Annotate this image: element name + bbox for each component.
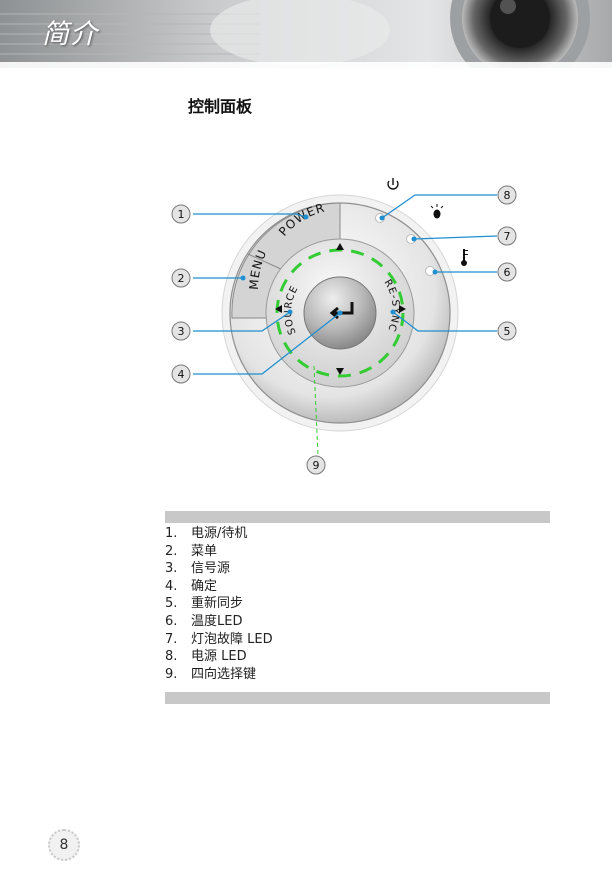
legend-item: 7.灯泡故障 LED [165,631,273,647]
callout-5: 5 [497,321,517,341]
callout-9: 9 [306,455,326,475]
svg-text:8: 8 [504,189,511,202]
svg-text:2: 2 [178,272,185,285]
legend-item: 4.确定 [165,578,218,594]
svg-text:6: 6 [504,266,511,279]
legend-list: 1.电源/待机 2.菜单 3.信号源 4.确定 5.重新同步 6.温度LED 7… [165,525,273,683]
callout-8: 8 [497,185,517,205]
callout-2: 2 [171,268,191,288]
arrow-left-icon[interactable] [275,305,282,313]
legend-item: 8.电源 LED [165,649,247,665]
svg-text:3: 3 [178,325,185,338]
control-panel-diagram: POWER MENU SOURCE RE-SYNC [0,170,612,490]
control-panel-svg: POWER MENU SOURCE RE-SYNC [171,178,517,475]
svg-text:7: 7 [504,230,511,243]
legend-item: 1.电源/待机 [165,526,248,541]
arrow-down-icon[interactable] [336,368,344,375]
top-divider-bar [165,511,550,523]
section-title: 控制面板 [188,97,253,116]
lamp-icon [430,204,444,219]
svg-text:9: 9 [313,459,320,472]
bottom-divider-bar [165,692,550,704]
callout-1: 1 [171,204,191,224]
svg-text:5: 5 [504,325,511,338]
callout-7: 7 [497,226,517,246]
legend-item: 3.信号源 [165,561,231,577]
header-title: 简介 [42,19,98,50]
callout-6: 6 [497,262,517,282]
callout-4: 4 [171,364,191,384]
svg-text:4: 4 [178,368,185,381]
callout-3: 3 [171,321,191,341]
legend-item: 6.温度LED [165,613,243,629]
temperature-icon [461,249,468,266]
arrow-right-icon[interactable] [399,305,406,313]
legend-item: 9.四向选择键 [165,666,257,682]
arrow-up-icon[interactable] [336,243,344,250]
legend-item: 5.重新同步 [165,596,244,612]
page-number: 8 [48,829,80,861]
svg-text:1: 1 [178,208,185,221]
power-icon [387,178,399,190]
header-background [0,0,612,68]
legend-item: 2.菜单 [165,543,218,559]
header-banner: 简介 [0,0,612,68]
